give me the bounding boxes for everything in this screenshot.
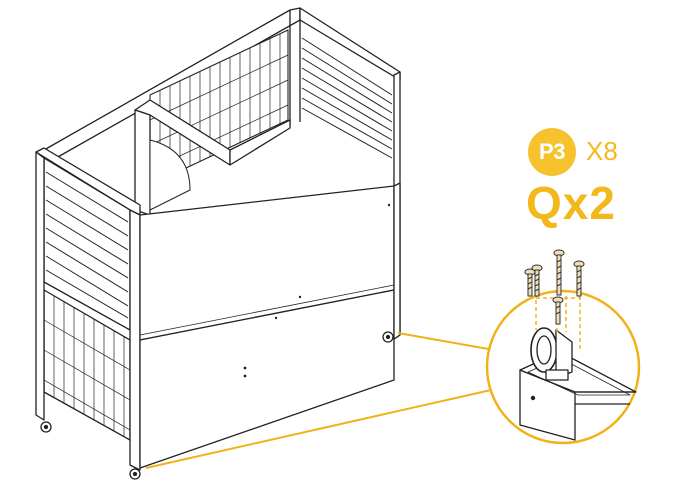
part-badge-label: P3 xyxy=(539,139,565,164)
screw-icon xyxy=(553,249,565,296)
caster-wheel-icon xyxy=(382,331,394,343)
screw-icon xyxy=(552,296,564,325)
screw-icon xyxy=(531,264,543,297)
screw-icon xyxy=(524,268,536,297)
caster-wheel-icon xyxy=(40,421,52,433)
callout-connector xyxy=(145,332,501,469)
part-badge: P3 xyxy=(528,128,576,176)
screw-icon xyxy=(573,260,585,297)
caster-wheel-icon xyxy=(129,468,141,480)
assembly-quantity: Qx2 xyxy=(526,177,616,229)
caster-wheel-icon xyxy=(530,327,573,381)
caster-detail-callout xyxy=(485,289,641,445)
planter-box-illustration xyxy=(35,7,401,480)
part-quantity: X8 xyxy=(586,136,618,166)
